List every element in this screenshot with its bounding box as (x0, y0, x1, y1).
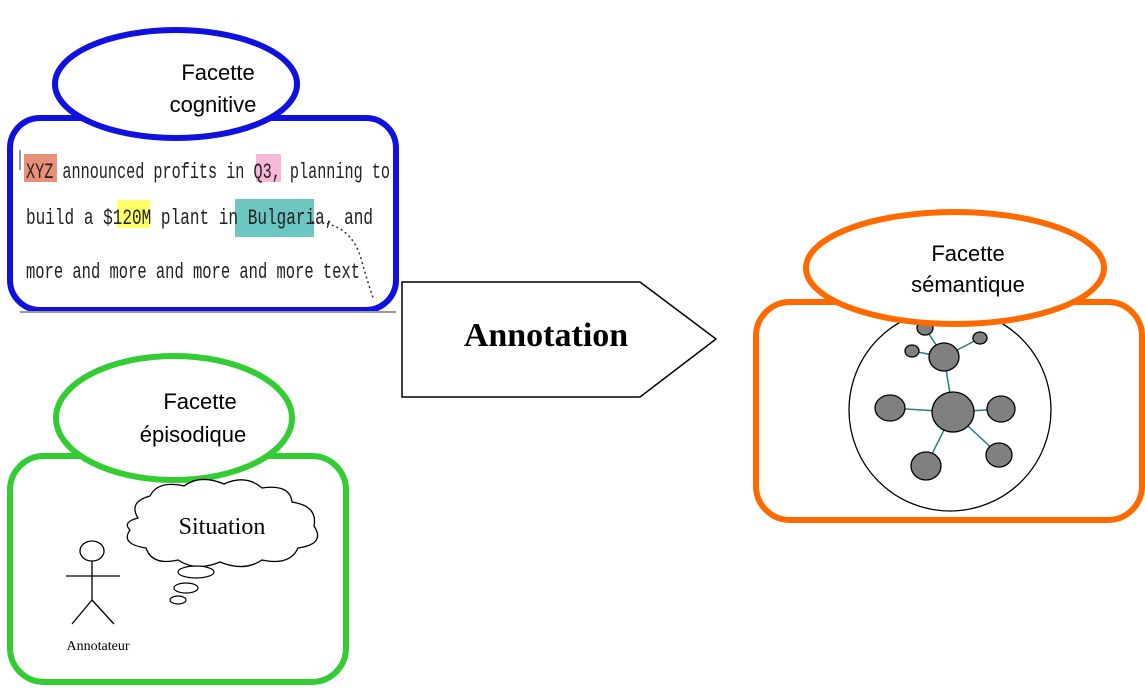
token-text: plant in (151, 206, 247, 231)
highlight-amount (117, 200, 150, 228)
token-q3: Q3 (253, 160, 271, 185)
semantic-title-ellipse (803, 209, 1107, 327)
highlight-xyz (24, 154, 57, 182)
text-line-3: more and more and more and more text (26, 260, 360, 285)
episodic-title-line1: Facette (163, 389, 236, 414)
token-text: announced profits in (53, 160, 253, 185)
highlight-q3 (256, 154, 281, 182)
text-line-1: XYZ announced profits in Q3, planning to (26, 160, 390, 185)
cognitive-title-line2: cognitive (170, 92, 257, 117)
thought-bubble-small (169, 595, 187, 605)
arrow-label: Annotation (464, 317, 628, 354)
token-place: Bulgaria (248, 206, 325, 231)
link-dotted-curve (311, 221, 375, 301)
semantic-facet: Facette sémantique (753, 209, 1145, 523)
text-line-2: build a $120M plant in Bulgaria, and (26, 206, 373, 231)
episodic-facet: Facette épisodique Situation Annotateur (7, 353, 349, 685)
episodic-title-ellipse (53, 353, 295, 483)
annotator-figure-icon (66, 540, 120, 625)
thought-bubble-large (177, 565, 215, 579)
highlight-place (235, 199, 314, 237)
token-text: , and (325, 206, 373, 231)
arrow-shape (401, 281, 718, 398)
thought-text: Situation (179, 514, 266, 540)
semantic-title-line2: sémantique (911, 272, 1025, 297)
token-xyz: XYZ (26, 160, 53, 185)
token-text: build a (26, 206, 103, 231)
thought-bubble-medium (173, 582, 199, 594)
cognitive-facet: XYZ announced profits in Q3, planning to… (7, 27, 399, 313)
ontology-graph (848, 308, 1052, 512)
token-amount: $120M (103, 206, 151, 231)
annotator-label: Annotateur (67, 639, 130, 654)
graph-nodes (874, 320, 1016, 481)
thought-cloud (126, 478, 319, 568)
token-text: , planning to (272, 160, 390, 185)
cognitive-title-line1: Facette (181, 60, 254, 85)
annotation-arrow: Annotation (401, 281, 718, 398)
cognitive-title-ellipse (52, 27, 300, 141)
episodic-title-line2: épisodique (140, 422, 246, 447)
semantic-title-line1: Facette (931, 241, 1004, 266)
